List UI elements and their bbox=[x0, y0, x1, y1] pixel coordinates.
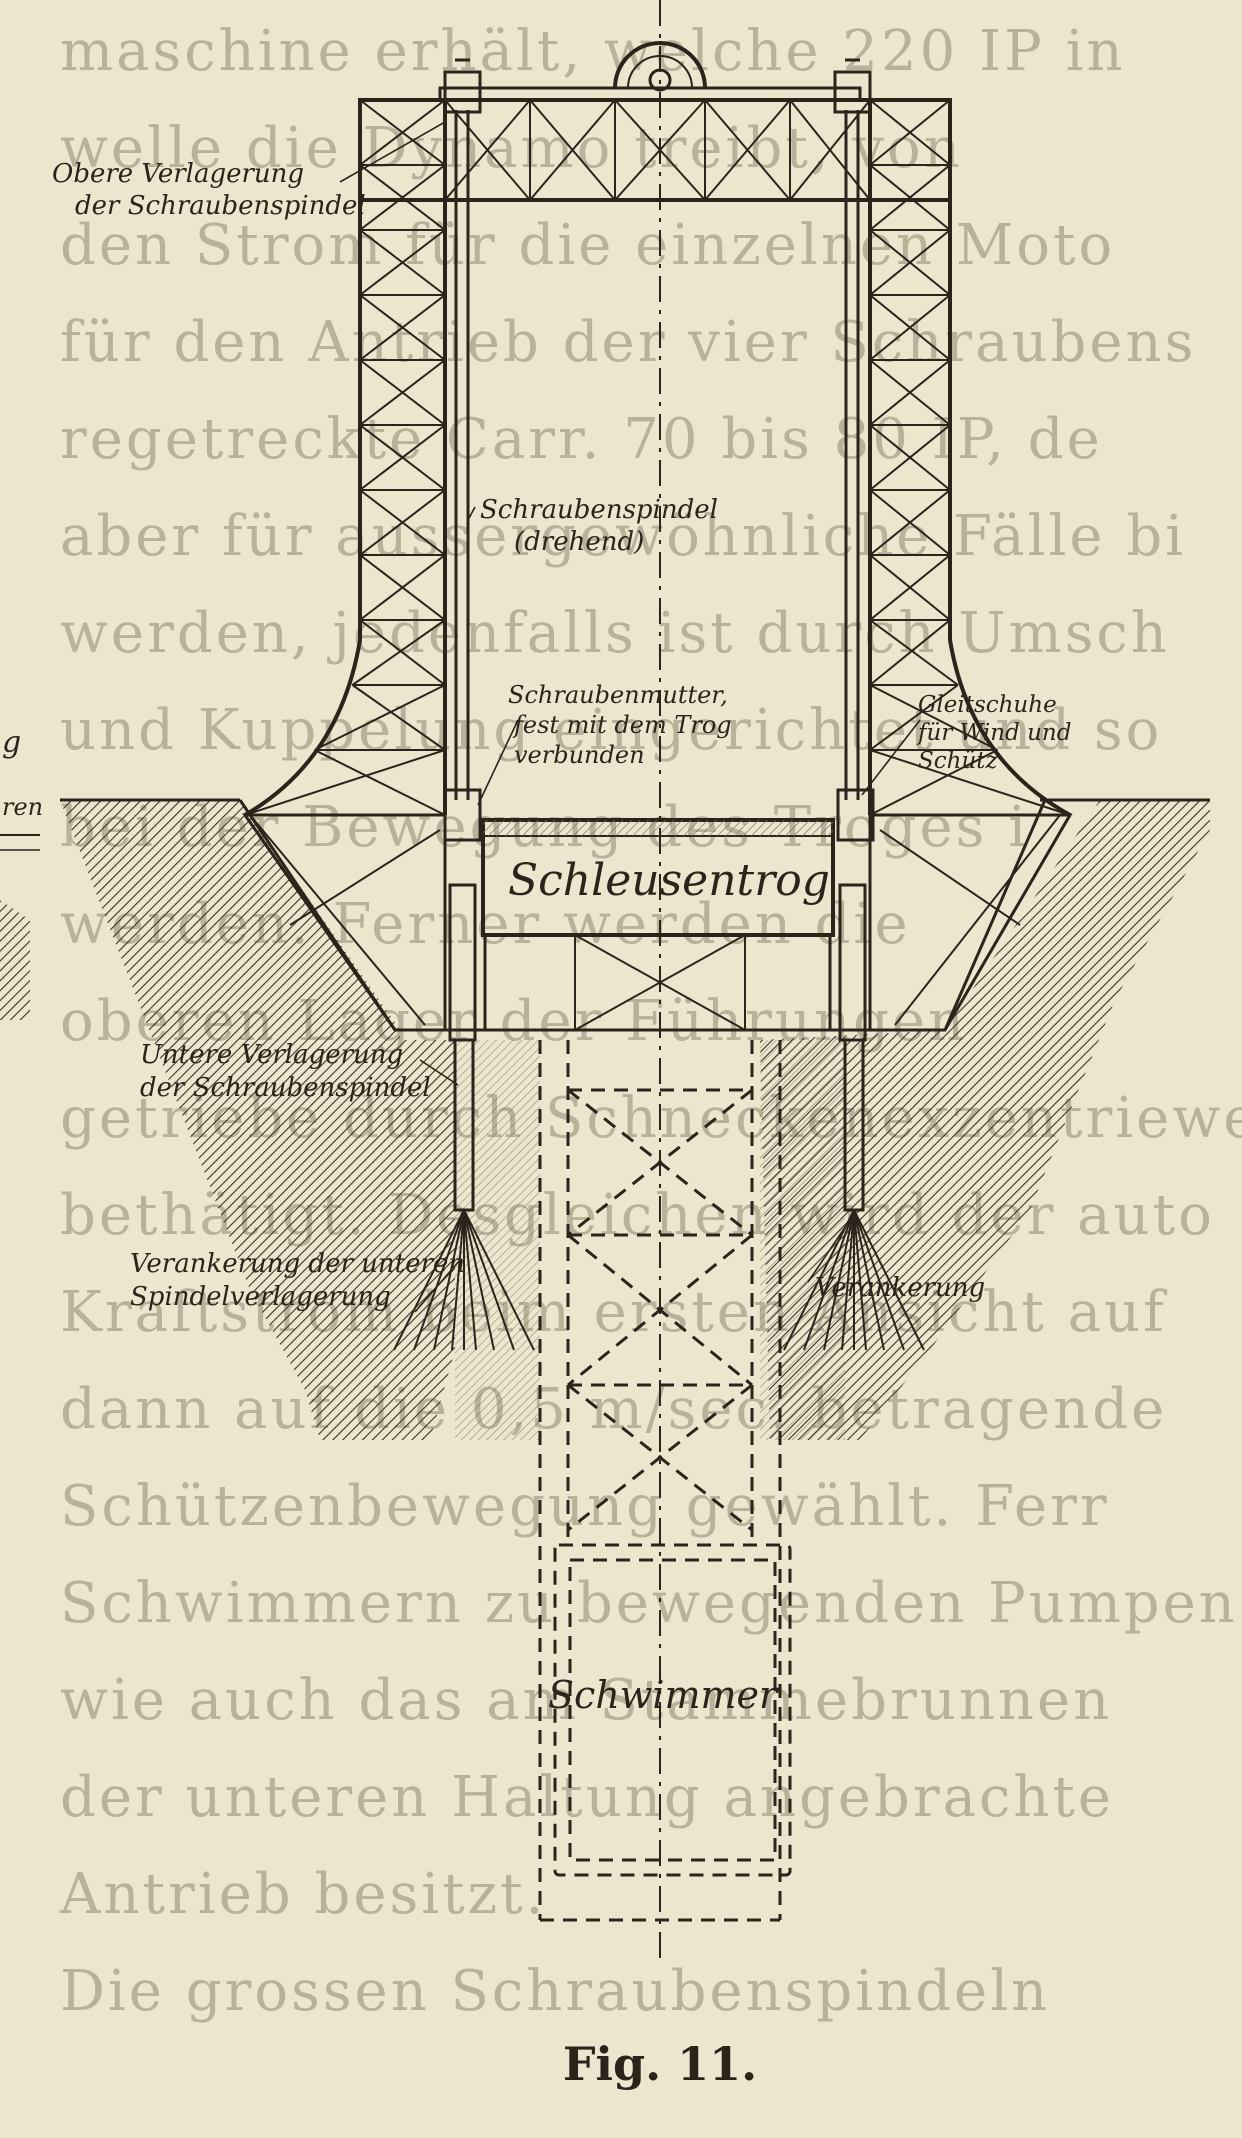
bleed-through-text: maschine erhält, welche 220 IP in welle d… bbox=[59, 19, 1242, 2024]
float-body bbox=[553, 1543, 792, 1877]
lift-frame bbox=[242, 41, 1073, 1032]
bleed-through-line: Schwimmern zu bewegenden Pumpen bbox=[60, 1571, 1238, 1636]
label-gleitschuhe-1: Gleitschuhe bbox=[918, 692, 1057, 718]
bleed-through-line: für den Antrieb der vier Schraubens bbox=[60, 310, 1196, 375]
lock-trough bbox=[481, 818, 835, 937]
label-obere-verlagerung-2: der Schraubenspindel bbox=[75, 191, 366, 221]
anchorage-fans bbox=[393, 1209, 925, 1351]
label-verankerung-left-2: Spindelverlagerung bbox=[130, 1282, 391, 1312]
label-untere-verlagerung-2: der Schraubenspindel bbox=[140, 1073, 431, 1103]
left-figure-fragment: g ren bbox=[0, 725, 43, 1020]
bleed-through-line: regetreckte Carr. 70 bis 80 IP, de bbox=[60, 407, 1103, 472]
label-schraubenmutter-1: Schraubenmutter, bbox=[508, 681, 728, 709]
bleed-through-line: Antrieb besitzt. bbox=[59, 1862, 546, 1927]
label-verankerung-left-1: Verankerung der unteren bbox=[130, 1249, 465, 1279]
bleed-through-line: dann auf die 0,5 m/sec. betragende bbox=[60, 1377, 1167, 1442]
bleed-through-line: werden, jedenfalls ist durch Umsch bbox=[60, 601, 1170, 666]
bleed-through-line: Die grossen Schraubenspindeln bbox=[60, 1959, 1050, 2024]
float-shaft bbox=[538, 1040, 782, 1922]
bleed-through-line: maschine erhält, welche 220 IP in bbox=[60, 19, 1126, 84]
label-schraubenmutter-2: fest mit dem Trog bbox=[512, 711, 732, 739]
bleed-through-line: welle die Dynamo treibt, von bbox=[60, 116, 963, 181]
bleed-through-line: Schützenbewegung gewählt. Ferr bbox=[60, 1474, 1110, 1539]
label-verankerung-right: Verankerung bbox=[815, 1273, 985, 1303]
figure-caption: Fig. 11. bbox=[563, 2037, 757, 2091]
label-schwimmer: Schwimmer bbox=[548, 1673, 780, 1717]
left-fragment-glyph: g bbox=[2, 725, 21, 760]
bleed-through-line: und Kuppelung eingerichtet und so bbox=[60, 698, 1162, 763]
label-obere-verlagerung-1: Obere Verlagerung bbox=[52, 159, 304, 189]
leader-lines bbox=[339, 121, 921, 1313]
screw-spindles bbox=[443, 110, 875, 1212]
label-schraubenspindel-2: (drehend) bbox=[514, 527, 644, 557]
label-gleitschuhe-2: für Wind und bbox=[916, 720, 1071, 746]
bleed-through-line: wie auch das am Stammebrunnen bbox=[60, 1668, 1112, 1733]
label-gleitschuhe-3: Schütz bbox=[918, 748, 999, 774]
bleed-through-line: der unteren Haltung angebrachte bbox=[60, 1765, 1114, 1830]
label-schraubenspindel-1: Schraubenspindel bbox=[480, 495, 718, 525]
label-untere-verlagerung-1: Untere Verlagerung bbox=[140, 1040, 403, 1070]
left-fragment-text: ren bbox=[2, 793, 43, 821]
bleed-through-line: Kraftstrom beim ersten Ansicht auf bbox=[60, 1280, 1168, 1345]
bleed-through-line: aber für aussergewöhnliche Fälle bi bbox=[60, 504, 1186, 569]
label-schleusentrog: Schleusentrog bbox=[508, 855, 830, 906]
label-schraubenmutter-3: verbunden bbox=[514, 741, 645, 769]
labels: Obere Verlagerung der Schraubenspindel S… bbox=[52, 159, 1071, 1717]
bleed-through-line: den Strom für die einzelnen Moto bbox=[60, 213, 1115, 278]
